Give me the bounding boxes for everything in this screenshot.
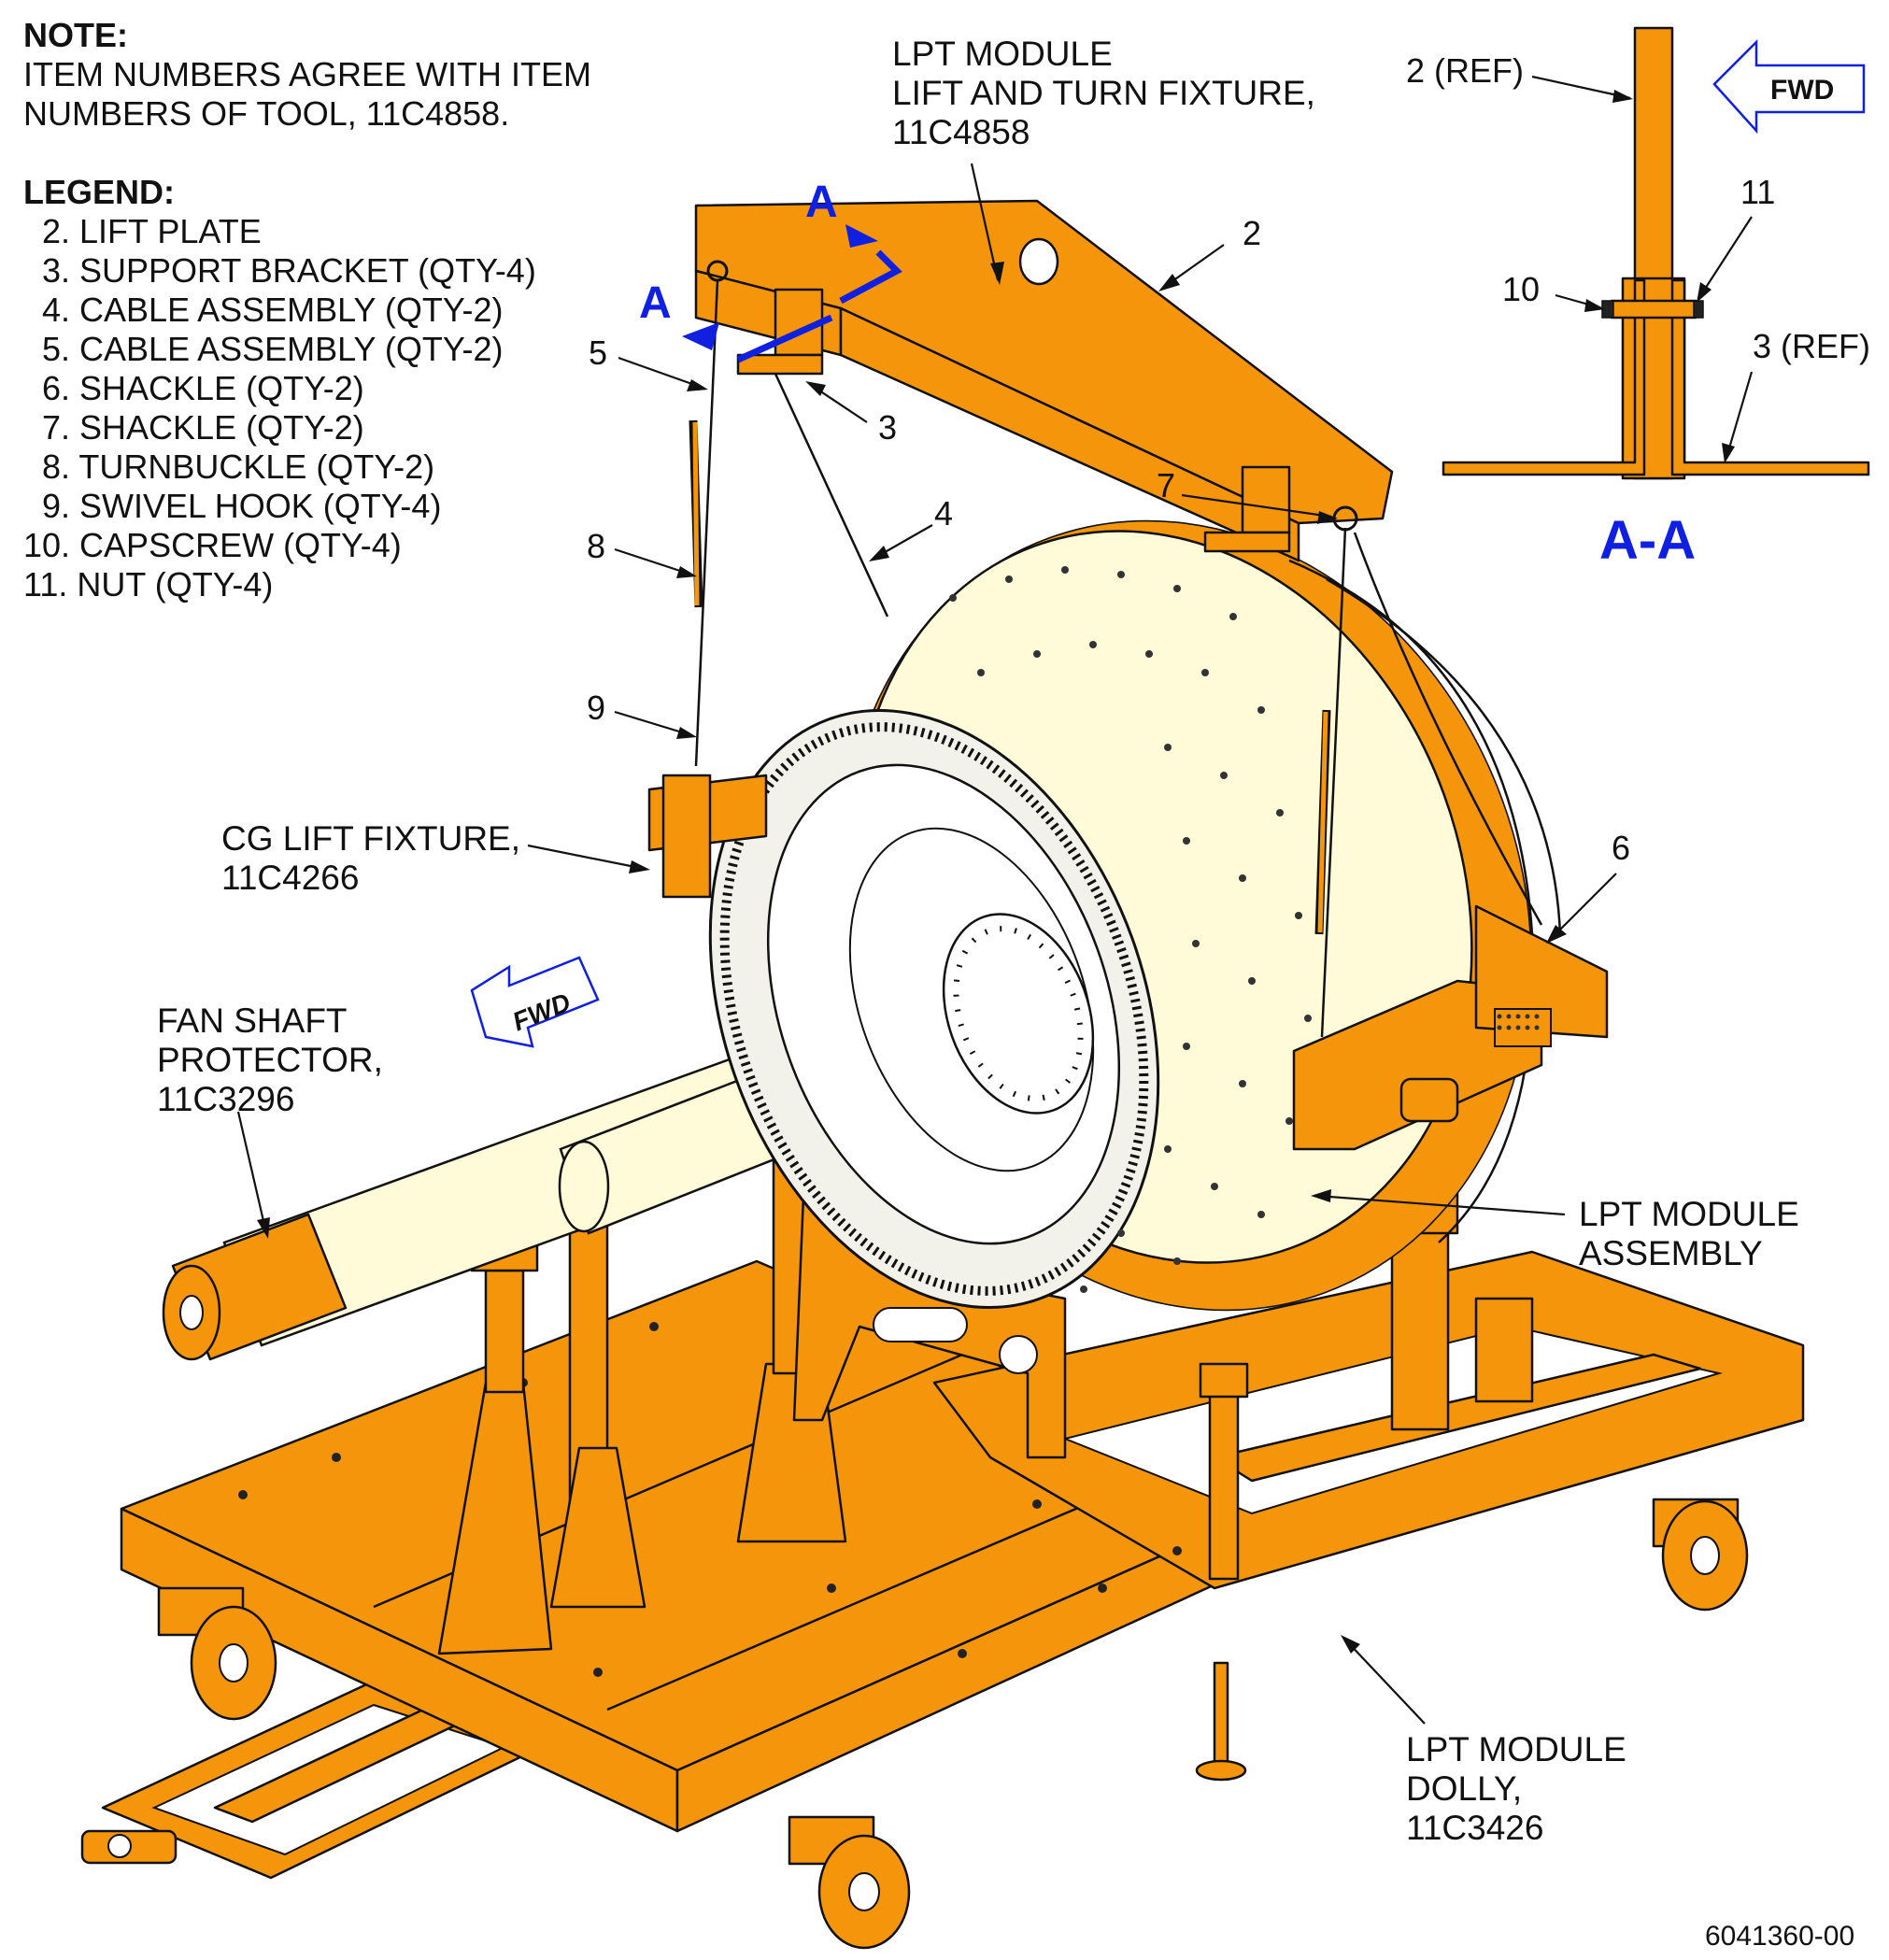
- svg-text:FAN SHAFT: FAN SHAFT: [157, 1001, 348, 1040]
- section-view-a-a: FWD A-A 2 (REF) 3 (REF) 10 11: [1406, 26, 1870, 571]
- legend-item: 9. SWIVEL HOOK (QTY-4): [42, 487, 441, 525]
- caster-front-right: [788, 1815, 911, 1950]
- label-lift-turn-fixture: LPT MODULE LIFT AND TURN FIXTURE, 11C485…: [892, 35, 1315, 151]
- fwd-arrow-main: FWD: [470, 956, 600, 1048]
- svg-text:LIFT AND TURN FIXTURE,: LIFT AND TURN FIXTURE,: [892, 74, 1315, 112]
- caster-front-left: [157, 1586, 277, 1721]
- legend-heading: LEGEND:: [23, 173, 175, 211]
- legend-item: 2. LIFT PLATE: [42, 212, 262, 250]
- callout-4: 4: [934, 494, 953, 533]
- callout-9: 9: [587, 689, 605, 727]
- cable-assemblies: [689, 279, 1543, 1038]
- legend-item: 4. CABLE ASSEMBLY (QTY-2): [42, 291, 504, 329]
- casing-rivets: [949, 566, 1312, 1293]
- svg-text:CG LIFT FIXTURE,: CG LIFT FIXTURE,: [221, 819, 520, 858]
- svg-text:11C4858: 11C4858: [892, 113, 1030, 151]
- section-ref-3: 3 (REF): [1753, 327, 1870, 365]
- figure-id: 6041360-00: [1705, 1921, 1854, 1952]
- legend-block: LEGEND: 2. LIFT PLATE 3. SUPPORT BRACKET…: [23, 173, 536, 604]
- lpt-module-dolly: [80, 1250, 1805, 1950]
- tow-bar: [80, 1670, 562, 1880]
- legend-item: 5. CABLE ASSEMBLY (QTY-2): [42, 330, 504, 368]
- callout-2: 2: [1243, 214, 1261, 252]
- legend-item: 7. SHACKLE (QTY-2): [42, 408, 364, 447]
- label-cg-lift-fixture: CG LIFT FIXTURE, 11C4266: [221, 819, 520, 897]
- callout-numbers: 2 3 4 5 6 7 8 9: [587, 214, 1630, 867]
- callout-8: 8: [587, 527, 605, 565]
- label-fan-shaft-protector: FAN SHAFT PROTECTOR, 11C3296: [157, 1001, 383, 1118]
- svg-text:11C3296: 11C3296: [157, 1080, 294, 1118]
- svg-text:11C4266: 11C4266: [221, 859, 359, 897]
- section-ref-2: 2 (REF): [1406, 51, 1524, 90]
- svg-text:11C3426: 11C3426: [1406, 1809, 1543, 1847]
- fwd-label-section: FWD: [1770, 75, 1834, 106]
- svg-text:ASSEMBLY: ASSEMBLY: [1579, 1234, 1763, 1272]
- section-callout-10: 10: [1502, 270, 1540, 308]
- svg-text:PROTECTOR,: PROTECTOR,: [157, 1041, 383, 1079]
- legend-item: 3. SUPPORT BRACKET (QTY-4): [42, 251, 536, 290]
- callout-6: 6: [1612, 829, 1630, 867]
- callout-3: 3: [878, 408, 897, 447]
- callout-5: 5: [589, 334, 607, 372]
- note-block: NOTE: ITEM NUMBERS AGREE WITH ITEM NUMBE…: [23, 16, 591, 133]
- section-marker-lower: A: [639, 278, 672, 328]
- section-markers: A A: [639, 178, 902, 363]
- note-heading: NOTE:: [23, 16, 128, 54]
- caster-rear-right: [1652, 1498, 1749, 1612]
- section-callout-11: 11: [1740, 173, 1775, 211]
- svg-text:DOLLY,: DOLLY,: [1406, 1769, 1522, 1808]
- callout-7: 7: [1157, 466, 1175, 504]
- svg-text:LPT MODULE: LPT MODULE: [1579, 1195, 1799, 1233]
- note-line-2: NUMBERS OF TOOL, 11C4858.: [23, 94, 509, 133]
- label-lpt-module-dolly: LPT MODULE DOLLY, 11C3426: [1406, 1730, 1626, 1847]
- fwd-arrow-section: [1712, 38, 1866, 135]
- note-line-1: ITEM NUMBERS AGREE WITH ITEM: [23, 55, 591, 93]
- legend-item: 6. SHACKLE (QTY-2): [42, 369, 364, 407]
- lift-and-turn-fixture: [694, 199, 1394, 562]
- svg-text:LPT MODULE: LPT MODULE: [892, 35, 1113, 73]
- svg-text:LPT MODULE: LPT MODULE: [1406, 1730, 1626, 1768]
- section-marker-upper: A: [805, 178, 838, 227]
- legend-item: 11. NUT (QTY-4): [23, 565, 273, 604]
- leader-lines: [236, 163, 1617, 1725]
- legend-item: 8. TURNBUCKLE (QTY-2): [42, 447, 434, 486]
- label-lpt-module-assembly: LPT MODULE ASSEMBLY: [1579, 1195, 1799, 1272]
- legend-item: 10. CAPSCREW (QTY-4): [23, 526, 402, 564]
- cg-lift-fixture: [647, 774, 1609, 1151]
- section-view-title: A-A: [1599, 510, 1696, 571]
